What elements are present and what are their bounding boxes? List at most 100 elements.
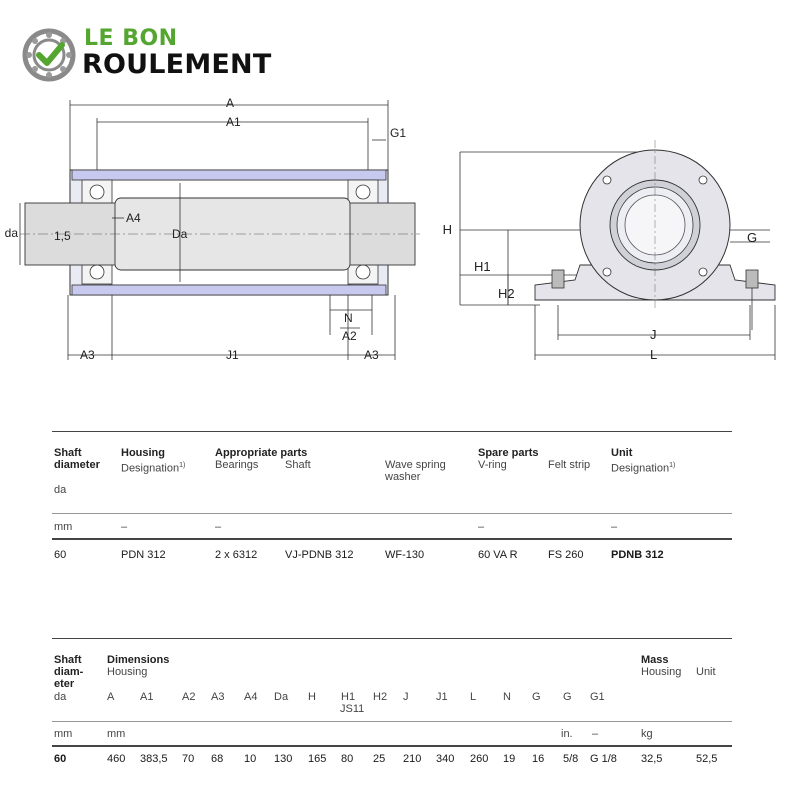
t2-row-H1: 80 <box>341 753 354 765</box>
t2-h-eter: eter <box>54 678 75 690</box>
dim-G-label: G <box>747 230 757 245</box>
t2-col-Da: Da <box>274 691 289 703</box>
dim-G1-label: G1 <box>390 126 406 140</box>
side-view-drawing: H H1 H2 G J L <box>443 140 776 362</box>
t1-h-designation: Designation1) <box>121 462 186 475</box>
table1-top-rule <box>52 431 732 432</box>
logo-line1: LE BON <box>84 26 178 51</box>
t2-col-A4: A4 <box>244 691 258 703</box>
t1-row-felt: FS 260 <box>548 549 584 561</box>
t2-col-G-in: G <box>563 691 572 703</box>
t2-col-J: J <box>403 691 409 703</box>
t2-row-N: 19 <box>503 753 516 765</box>
dim-A3-right-label: A3 <box>364 348 379 362</box>
t2-row-mass-unit: 52,5 <box>696 753 718 765</box>
t2-row-G: 16 <box>532 753 545 765</box>
t1-row-da: 60 <box>54 549 67 561</box>
dim-A3-left-label: A3 <box>80 348 95 362</box>
t2-row-da: 60 <box>54 753 67 765</box>
dim-A-label: A <box>226 96 234 110</box>
t1-row-wave: WF-130 <box>385 549 425 561</box>
t2-col-A2: A2 <box>182 691 196 703</box>
t2-col-js11: JS11 <box>340 703 365 715</box>
t2-h-mass-housing: Housing <box>641 666 682 678</box>
t1-h-diameter: diameter <box>54 459 100 471</box>
t2-col-H: H <box>308 691 316 703</box>
cross-section-drawing: A A1 G1 da 1,5 A4 Da N A2 A3 J1 A3 <box>5 96 420 362</box>
table1-data-rule <box>52 538 732 540</box>
t2-col-H1: H1 <box>341 691 356 703</box>
t1-row-shaft: VJ-PDNB 312 <box>285 549 354 561</box>
t2-row-J: 210 <box>403 753 422 765</box>
t2-col-G: G <box>532 691 541 703</box>
t1-h-housing: Housing <box>121 447 165 459</box>
table2-data-rule <box>52 745 732 747</box>
t2-row-Da: 130 <box>274 753 293 765</box>
t2-h-dimensions: Dimensions <box>107 654 170 666</box>
dim-A1-label: A1 <box>226 115 241 129</box>
t2-col-A: A <box>107 691 115 703</box>
t2-row-A2: 70 <box>182 753 195 765</box>
dim-H-label: H <box>443 222 452 237</box>
dim-da-label: da <box>5 226 19 240</box>
t1-h-shaft-col: Shaft <box>285 459 311 471</box>
t1-h-da: da <box>54 484 67 496</box>
t2-unit-mm: mm <box>54 728 73 740</box>
t2-h-shaft: Shaft <box>54 654 82 666</box>
t2-h-diam: diam- <box>54 666 84 678</box>
t2-row-G1: G 1/8 <box>590 753 617 765</box>
t1-unit-dash1: – <box>121 521 128 533</box>
t2-unit-dash: – <box>592 728 599 740</box>
t2-col-A1: A1 <box>140 691 154 703</box>
t1-unit-mm: mm <box>54 521 73 533</box>
t1-h-unit-desig: Designation1) <box>611 462 676 475</box>
t2-row-G-in: 5/8 <box>563 753 579 765</box>
t1-row-unit: PDNB 312 <box>611 549 664 561</box>
logo-line2: ROULEMENT <box>82 49 272 80</box>
dim-J-label: J <box>650 327 657 342</box>
t2-unit-in: in. <box>561 728 573 740</box>
t2-col-N: N <box>503 691 511 703</box>
t2-row-H2: 25 <box>373 753 386 765</box>
t1-h-vring: V-ring <box>478 459 507 471</box>
dim-1-5-label: 1,5 <box>54 229 71 243</box>
t2-h-mass: Mass <box>641 654 669 666</box>
t2-col-H2: H2 <box>373 691 388 703</box>
t2-row-H: 165 <box>308 753 327 765</box>
table2-mid-rule <box>52 721 732 722</box>
t1-unit-dash4: – <box>611 521 618 533</box>
dim-N-label: N <box>344 311 353 325</box>
dim-H2-label: H2 <box>498 286 515 301</box>
dim-J1-label: J1 <box>226 348 239 362</box>
dim-Da-label: Da <box>172 227 188 241</box>
bearing-check-icon <box>22 28 76 82</box>
t2-unit-kg: kg <box>641 728 653 740</box>
t2-col-G1: G1 <box>590 691 605 703</box>
t1-row-housing: PDN 312 <box>121 549 166 561</box>
t1-h-unit: Unit <box>611 447 633 459</box>
t2-row-A1: 383,5 <box>140 753 168 765</box>
t1-unit-dash2: – <box>215 521 222 533</box>
t2-row-A4: 10 <box>244 753 257 765</box>
t2-row-J1: 340 <box>436 753 455 765</box>
logo: LE BON ROULEMENT <box>22 26 302 86</box>
t2-row-A: 460 <box>107 753 126 765</box>
t2-col-A3: A3 <box>211 691 225 703</box>
dim-L-label: L <box>650 347 657 362</box>
t2-col-L: L <box>470 691 477 703</box>
t2-h-housing: Housing <box>107 666 148 678</box>
table2-top-rule <box>52 638 732 639</box>
t2-h-mass-unit: Unit <box>696 666 716 678</box>
table1-mid-rule <box>52 513 732 514</box>
dim-H1-label: H1 <box>474 259 491 274</box>
t1-row-bearings: 2 x 6312 <box>215 549 258 561</box>
t1-h-appropriate: Appropriate parts <box>215 447 308 459</box>
dim-A4-label: A4 <box>126 211 141 225</box>
t2-row-mass-housing: 32,5 <box>641 753 663 765</box>
t2-col-J1: J1 <box>436 691 448 703</box>
t1-h-spare: Spare parts <box>478 447 539 459</box>
t2-unit-mm2: mm <box>107 728 126 740</box>
t1-unit-dash3: – <box>478 521 485 533</box>
t1-row-vring: 60 VA R <box>478 549 518 561</box>
t1-h-bearings: Bearings <box>215 459 259 471</box>
